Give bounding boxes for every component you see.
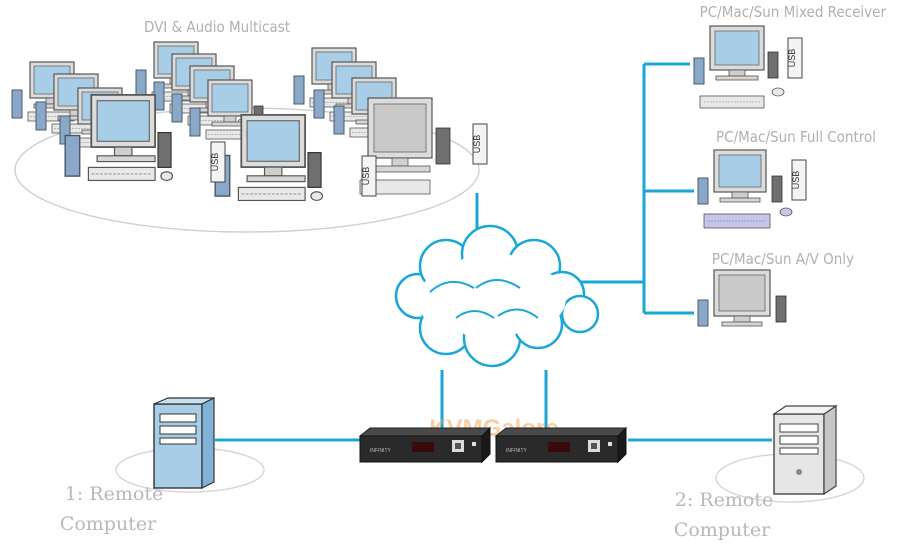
mixed-receiver-label: PC/Mac/Sun Mixed Receiver bbox=[700, 3, 887, 21]
remote-computer-2-label-line2: Computer bbox=[674, 519, 771, 541]
remote-computer-1-tower bbox=[153, 397, 215, 489]
usb-stick: USB bbox=[361, 155, 377, 197]
kvm-extender-left: INFINITY bbox=[359, 427, 491, 463]
full-control-workstation: USB bbox=[697, 149, 807, 229]
svg-text:USB: USB bbox=[472, 135, 482, 154]
svg-text:INFINITY: INFINITY bbox=[506, 448, 527, 454]
usb-stick: USB bbox=[210, 141, 226, 183]
full-control-label: PC/Mac/Sun Full Control bbox=[716, 128, 876, 146]
svg-text:USB: USB bbox=[210, 153, 220, 172]
workstation bbox=[359, 97, 451, 195]
svg-text:INFINITY: INFINITY bbox=[370, 448, 391, 454]
usb-stick: USB bbox=[472, 123, 488, 165]
multicast-group: USB USB USB bbox=[11, 41, 488, 233]
multicast-label: DVI & Audio Multicast bbox=[144, 18, 290, 36]
remote-computer-1-label-line1: 1: Remote bbox=[65, 483, 163, 505]
network-links bbox=[215, 62, 772, 442]
remote-computer-2-label-line1: 2: Remote bbox=[675, 489, 773, 511]
svg-text:USB: USB bbox=[787, 49, 797, 68]
svg-text:USB: USB bbox=[361, 167, 371, 186]
remote-computer-2-tower bbox=[773, 405, 837, 495]
av-only-label: PC/Mac/Sun A/V Only bbox=[712, 250, 854, 268]
av-only-workstation bbox=[697, 269, 787, 327]
svg-text:USB: USB bbox=[791, 171, 801, 190]
kvm-extender-right: INFINITY bbox=[495, 427, 627, 463]
mixed-receiver-workstation: USB bbox=[693, 25, 803, 109]
remote-computer-1-label-line2: Computer bbox=[60, 513, 157, 535]
